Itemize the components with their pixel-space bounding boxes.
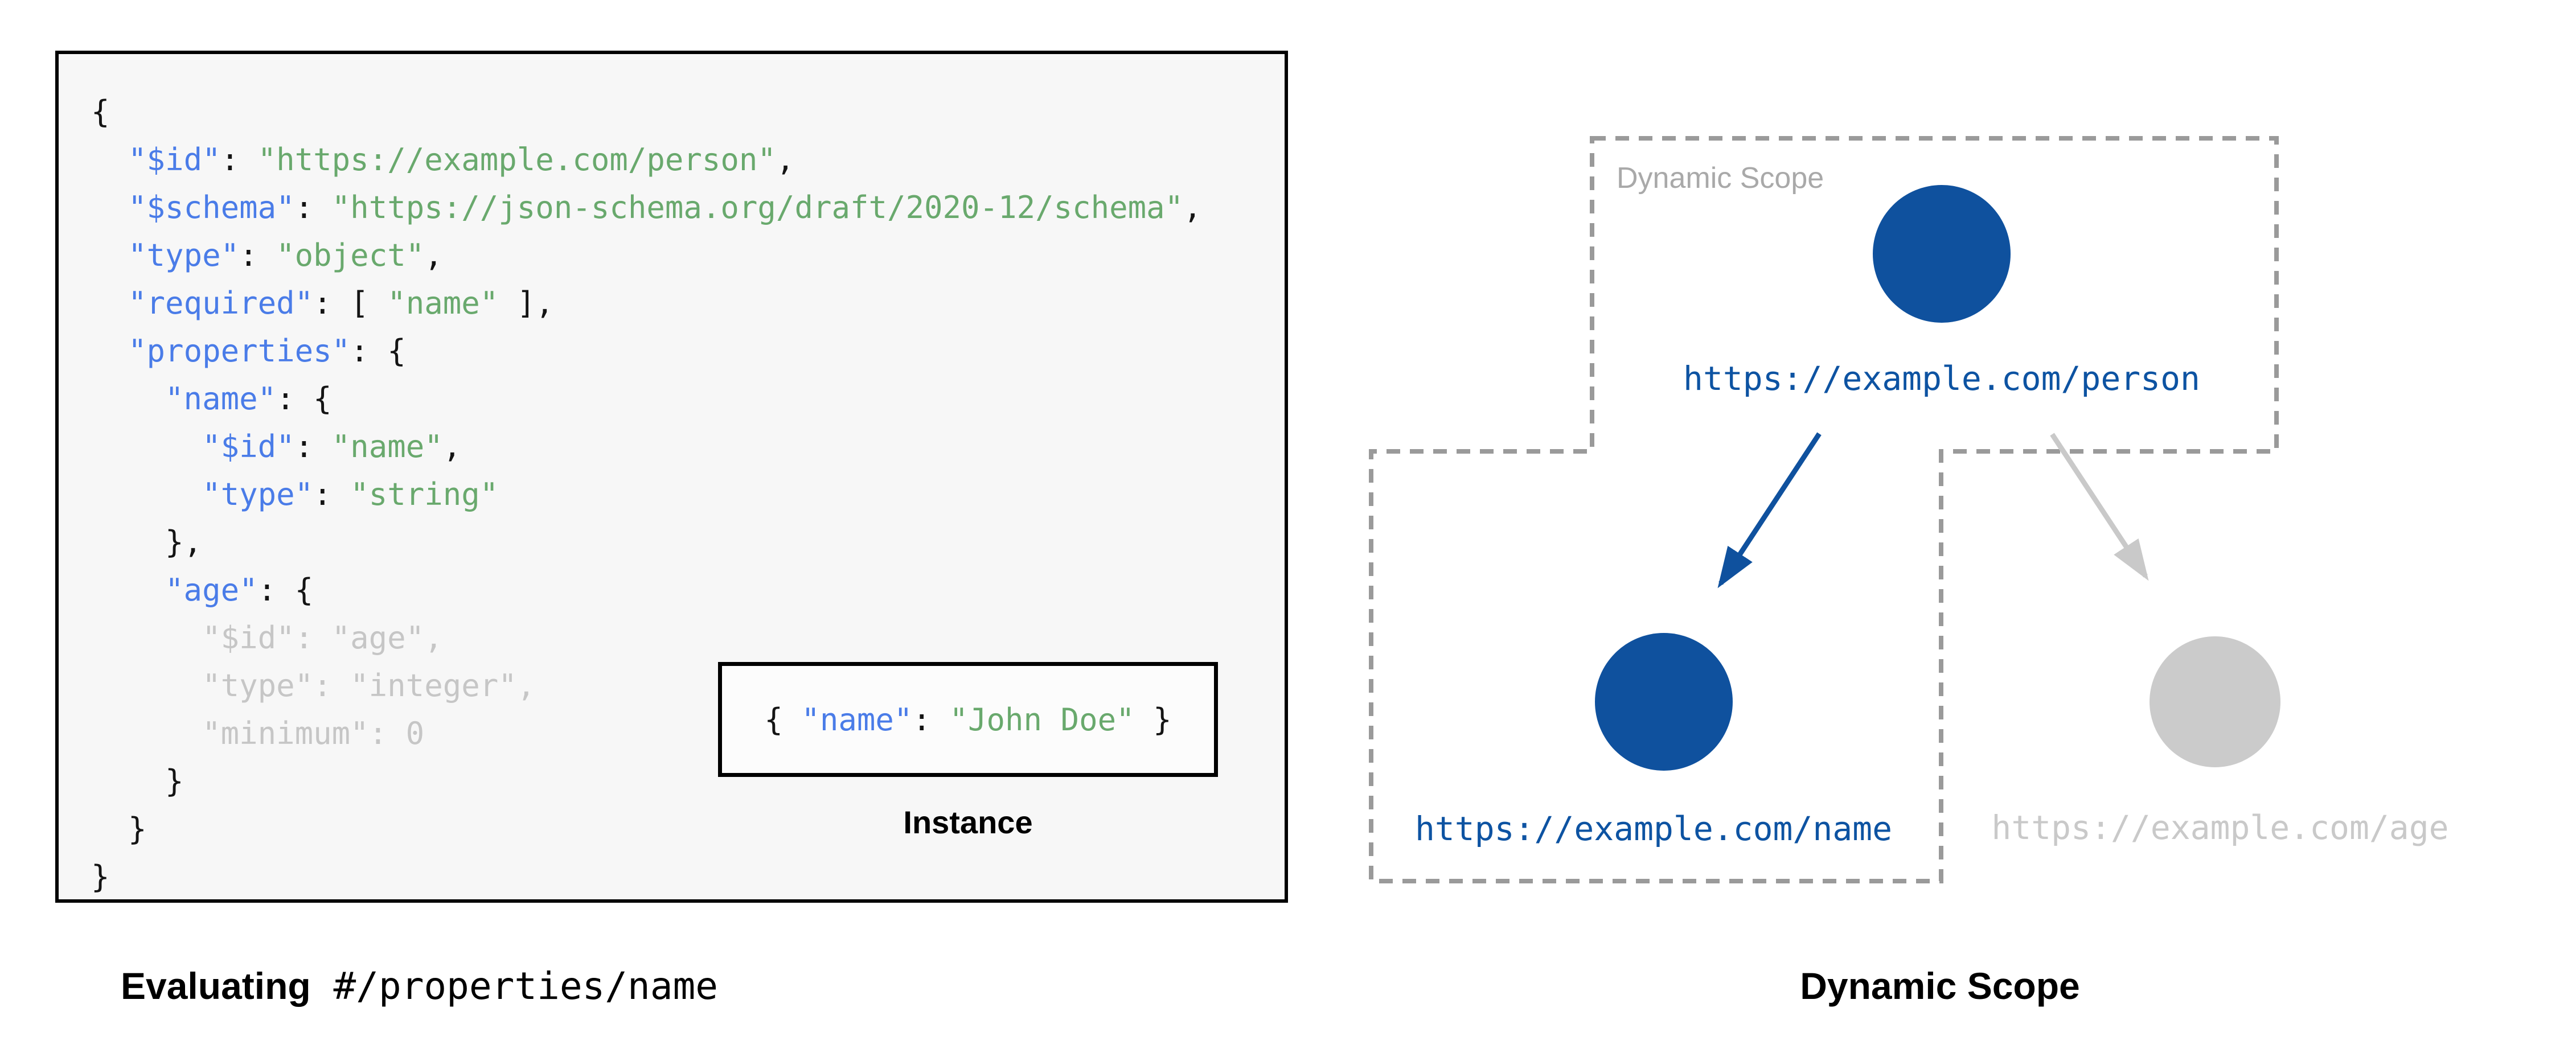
code-line: } <box>91 763 184 799</box>
left-caption-json-pointer: #/properties/name <box>310 964 718 1008</box>
node-age <box>2150 636 2280 767</box>
instance-code: { "name": "John Doe" } <box>764 702 1171 738</box>
node-name <box>1595 633 1733 771</box>
code-line: "$id": "https://example.com/person", <box>128 142 795 178</box>
code-line: } <box>91 811 147 847</box>
schema-code: { "$id": "https://example.com/person", "… <box>91 88 1202 901</box>
instance-box: { "name": "John Doe" } <box>718 662 1218 777</box>
code-line: } <box>91 859 110 895</box>
age-url-label: https://example.com/age <box>1991 808 2449 847</box>
dynamic-scope-outline <box>1369 136 2279 883</box>
code-line: { <box>91 94 110 130</box>
code-line: "minimum": 0 <box>91 715 425 751</box>
left-caption: Evaluating #/properties/name <box>121 964 718 1008</box>
code-line: "age": { <box>165 572 314 608</box>
person-url-label: https://example.com/person <box>1683 359 2200 398</box>
edge-person-to-age-arrow <box>2050 433 2149 581</box>
name-url-label: https://example.com/name <box>1414 809 1893 848</box>
node-person <box>1873 185 2011 323</box>
code-line: "$id": "age", <box>91 620 443 656</box>
code-line: "required": [ "name" ], <box>128 285 554 321</box>
right-caption: Dynamic Scope <box>1800 965 2080 1007</box>
code-line: "type": "integer", <box>91 668 536 704</box>
code-line: "name": { <box>165 381 332 417</box>
dynamic-scope-box-label: Dynamic Scope <box>1617 162 1824 195</box>
code-line: "type": "object", <box>128 237 443 273</box>
code-line: "type": "string" <box>202 476 499 512</box>
code-line: "$schema": "https://json-schema.org/draf… <box>128 190 1202 225</box>
code-line: "$id": "name", <box>202 429 462 464</box>
edge-person-to-name-arrow <box>1717 432 1822 589</box>
left-caption-evaluating: Evaluating <box>121 965 311 1007</box>
code-line: { "name": "John Doe" } <box>764 701 1172 738</box>
instance-label: Instance <box>903 804 1033 840</box>
code-line: }, <box>91 524 203 560</box>
code-line: "properties": { <box>128 333 406 369</box>
